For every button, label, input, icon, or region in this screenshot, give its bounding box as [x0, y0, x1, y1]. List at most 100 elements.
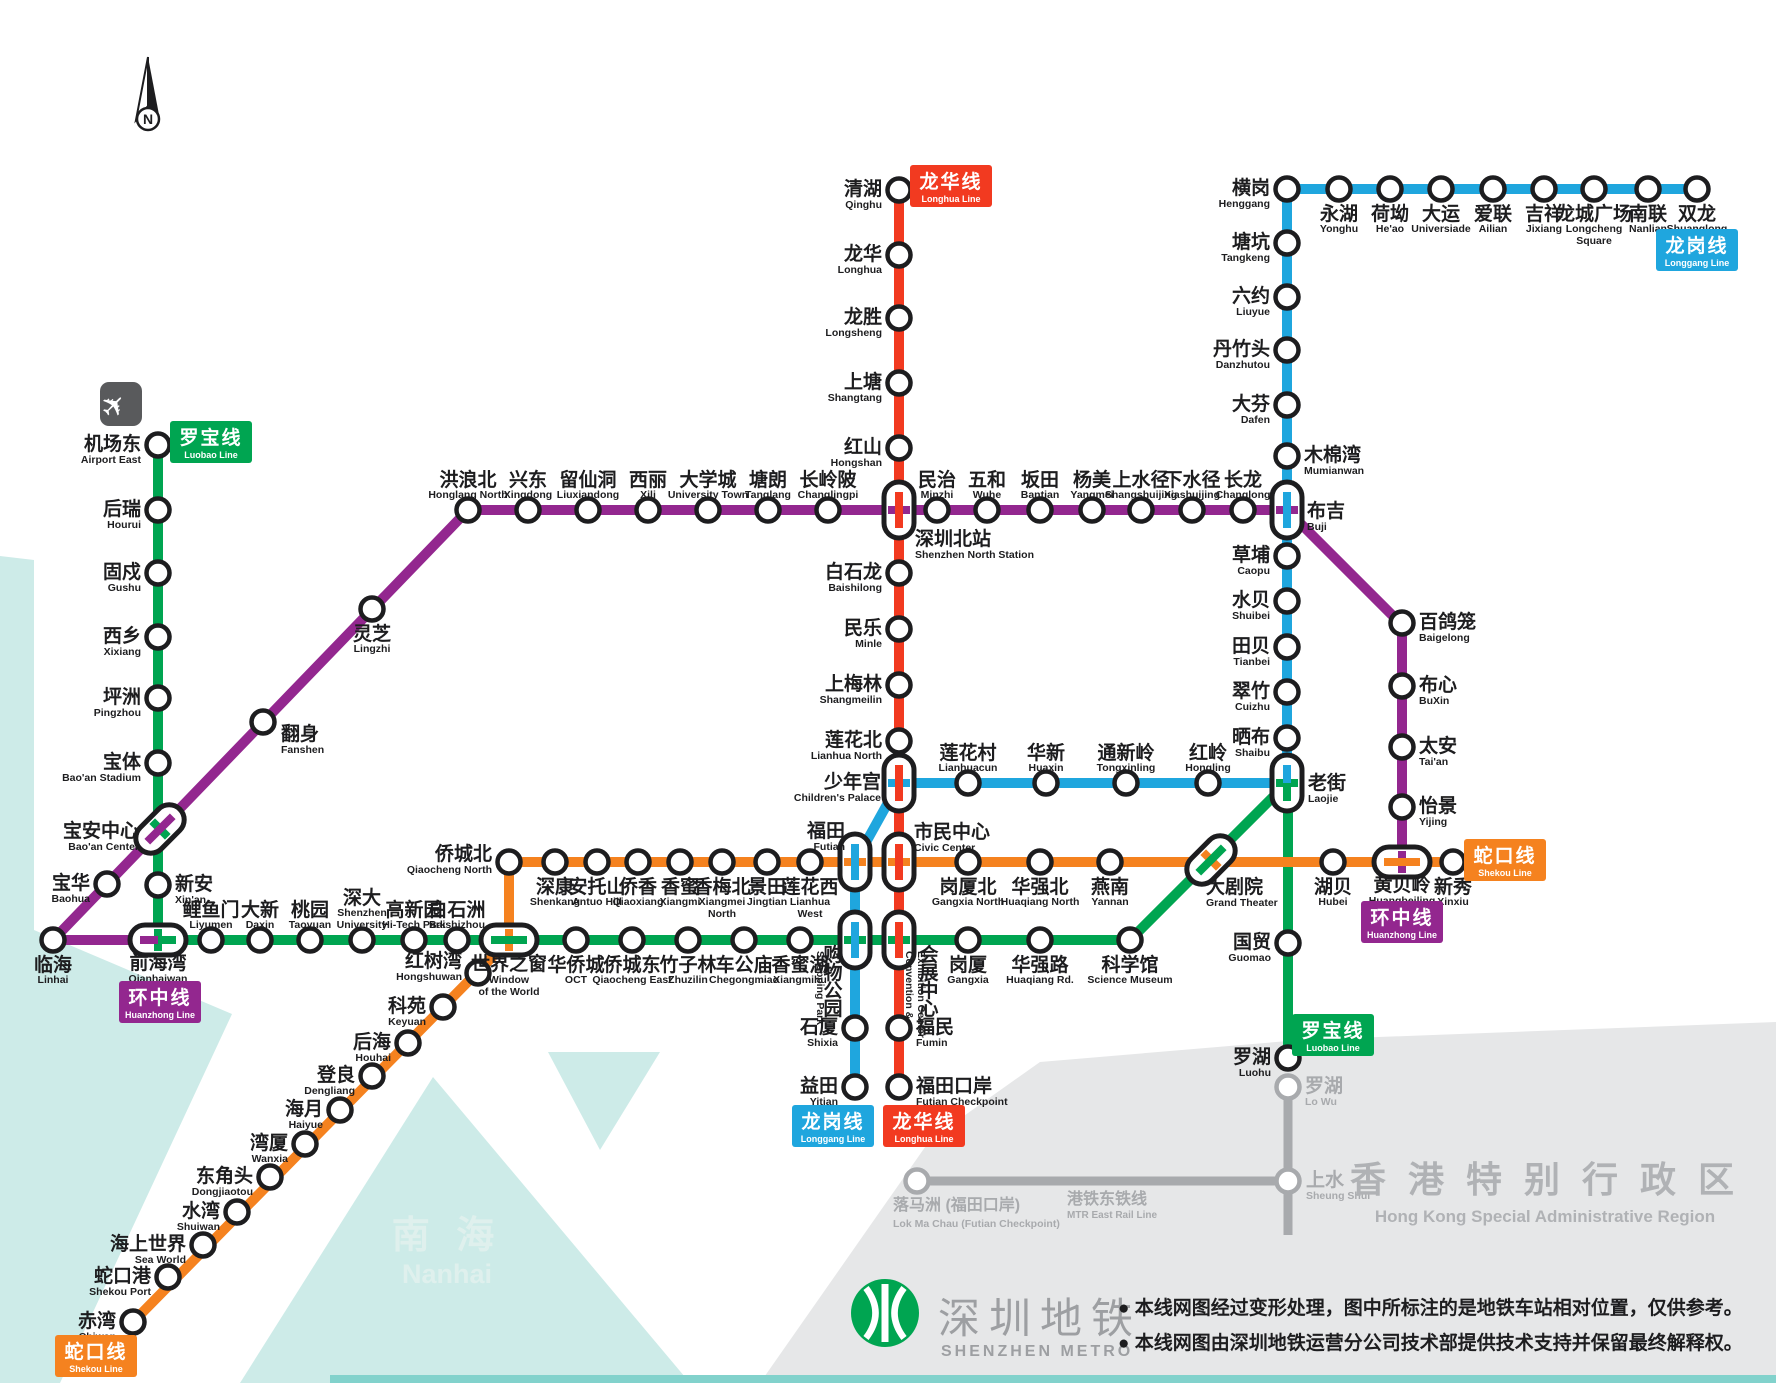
station-name-zh: 新安 — [175, 872, 213, 895]
station-name-en: Shekou Port — [89, 1286, 151, 1298]
interchange-marker — [127, 922, 189, 958]
badge-box — [119, 981, 201, 1023]
station-name-zh: 民乐 — [844, 617, 882, 639]
station-name-en: Danzhutou — [1216, 359, 1270, 371]
badge-box — [792, 1105, 874, 1147]
station-name-zh: 蛇口港 — [94, 1264, 152, 1287]
station-marker — [885, 615, 913, 643]
station-name-en: Pingzhou — [94, 707, 141, 719]
station-name-zh: 少年宫 — [823, 770, 881, 793]
station-name-zh: 爱联 — [1474, 203, 1512, 225]
badge-name-en: Shekou Line — [1478, 868, 1532, 878]
station-name-en: Xixiang — [104, 646, 141, 658]
station-name-en: Liuyue — [1236, 306, 1270, 318]
station-name-zh: 永湖 — [1319, 202, 1358, 225]
station-name-zh: 桃园 — [291, 898, 329, 921]
station-marker — [1078, 496, 1106, 524]
station-marker — [1634, 175, 1662, 203]
station-marker — [618, 926, 646, 954]
station-name-zh: 长岭陂 — [799, 468, 857, 491]
station-name-zh: 龙城广场 — [1556, 202, 1632, 225]
station-marker — [1388, 793, 1416, 821]
line-huanzhong — [41, 505, 1407, 945]
station-marker — [1273, 391, 1301, 419]
station-name-zh: 草埔 — [1232, 543, 1270, 566]
station-name-zh: 清湖 — [844, 177, 882, 200]
station-name-zh: 后瑞 — [103, 497, 141, 520]
station-marker — [154, 1263, 182, 1291]
station-name-zh: 车公庙 — [715, 953, 772, 976]
station-name-en: University Town — [668, 489, 748, 501]
station-name-zh: 通新岭 — [1097, 741, 1154, 764]
station-name-en: Jixiang — [1526, 223, 1562, 235]
station-name-en: Baishilong — [828, 582, 882, 594]
hongkong-title-zh: 香 港 特 别 行 政 区 — [1350, 1159, 1740, 1200]
station-name-zh: 安托山 — [568, 875, 625, 898]
station-name-zh: 西丽 — [629, 470, 667, 491]
station-name-en: Wuhe — [973, 489, 1002, 501]
station-name-zh: 布吉 — [1307, 499, 1345, 522]
station-marker — [1439, 848, 1467, 876]
station-name-en: Hongshan — [831, 457, 882, 469]
station-name-en: Universiade — [1411, 223, 1471, 235]
station-name-en: Xiangmi — [660, 896, 701, 908]
mainbar — [895, 922, 903, 958]
station-marker — [443, 926, 471, 954]
station-marker — [144, 559, 172, 587]
station-name-zh: 湾厦 — [250, 1131, 289, 1154]
station-name-zh: 深康 — [536, 875, 575, 898]
compass-right — [148, 57, 160, 120]
station-name-en: Gushu — [108, 582, 141, 594]
station-marker — [1325, 175, 1353, 203]
station-name-zh: 海月 — [285, 1097, 323, 1120]
station-name-zh: 丹竹头 — [1213, 337, 1270, 360]
region-sea-left-coast — [0, 556, 232, 1383]
mtr-line-label-en: MTR East Rail Line — [1067, 1210, 1157, 1221]
station-name-zh: 侨香 — [618, 875, 658, 898]
station-marker — [1273, 542, 1301, 570]
badge-name-zh: 蛇口线 — [1473, 844, 1536, 867]
station-name-en: Grand Theater — [1206, 897, 1278, 909]
station-marker — [1273, 229, 1301, 257]
mainbar — [144, 813, 176, 845]
station-marker — [885, 671, 913, 699]
station-name-zh: 益田 — [800, 1074, 838, 1097]
badge-box — [170, 421, 252, 463]
station-marker — [885, 304, 913, 332]
station-name-zh: 福田口岸 — [915, 1074, 992, 1097]
station-name-en: Caopu — [1237, 565, 1270, 577]
station-marker — [429, 993, 457, 1021]
badge-name-zh: 龙华线 — [892, 1110, 955, 1133]
station-name-zh: 布心 — [1419, 673, 1457, 696]
station-marker — [249, 708, 277, 736]
station-name-zh: 科学馆 — [1101, 953, 1158, 976]
interchange-marker — [837, 909, 873, 971]
